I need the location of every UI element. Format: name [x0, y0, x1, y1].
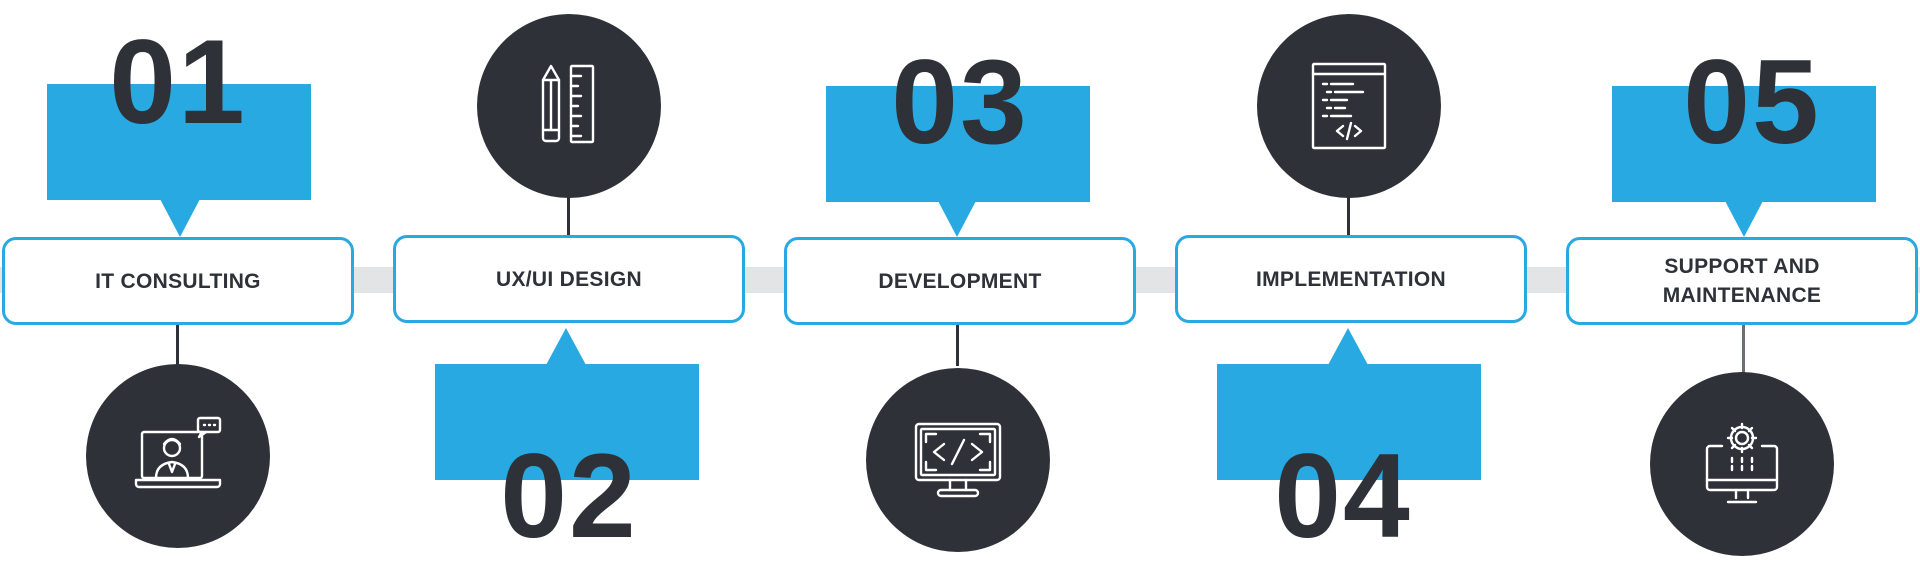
- step-1-stem: [176, 322, 179, 370]
- step-1-label-box: IT CONSULTING: [2, 237, 354, 325]
- consultant-laptop-icon: [134, 416, 222, 489]
- step-4-label: IMPLEMENTATION: [1255, 267, 1447, 291]
- step-4-callout-pointer: [1328, 328, 1368, 365]
- code-document-icon: [1311, 62, 1387, 150]
- step-3-stem: [956, 322, 959, 366]
- step-2-callout: [435, 364, 699, 480]
- step-2-number: 02: [500, 429, 638, 563]
- step-2-stem: [567, 196, 570, 240]
- step-5-label-box: SUPPORT AND MAINTENANCE: [1566, 237, 1918, 325]
- step-1: 01 IT CONSULTING: [2, 0, 354, 568]
- step-2: UX/UI DESIGN 02: [393, 0, 745, 568]
- step-5-icon-circle: [1650, 372, 1834, 556]
- step-5: 05 SUPPORT AND MAINTENANCE: [1566, 0, 1918, 568]
- step-4-icon-circle: [1257, 14, 1441, 198]
- code-monitor-icon: [914, 422, 1002, 498]
- step-3-label-box: DEVELOPMENT: [784, 237, 1136, 325]
- step-1-callout-pointer: [160, 199, 200, 237]
- step-3-label: DEVELOPMENT: [878, 269, 1042, 293]
- step-5-number: 05: [1683, 35, 1821, 169]
- step-3-callout: [826, 86, 1090, 202]
- step-4: IMPLEMENTATION 04: [1175, 0, 1527, 568]
- step-4-stem: [1347, 196, 1350, 240]
- step-4-callout: [1217, 364, 1481, 480]
- step-5-stem: [1742, 322, 1745, 374]
- step-1-number: 01: [109, 15, 247, 149]
- step-5-label: SUPPORT AND MAINTENANCE: [1662, 255, 1822, 307]
- gear-monitor-icon: [1705, 422, 1779, 504]
- step-2-icon-circle: [477, 14, 661, 198]
- step-1-icon-circle: [86, 364, 270, 548]
- step-2-label: UX/UI DESIGN: [496, 267, 642, 291]
- step-3-icon-circle: [866, 368, 1050, 552]
- step-2-callout-pointer: [546, 328, 586, 365]
- step-4-label-box: IMPLEMENTATION: [1175, 235, 1527, 323]
- step-1-callout: [47, 84, 311, 200]
- step-1-label: IT CONSULTING: [95, 269, 261, 293]
- step-5-callout-pointer: [1724, 199, 1764, 237]
- step-2-label-box: UX/UI DESIGN: [393, 235, 745, 323]
- step-3-callout-pointer: [937, 199, 977, 237]
- step-4-number: 04: [1274, 429, 1412, 563]
- pencil-ruler-icon: [541, 64, 595, 144]
- step-3-number: 03: [891, 35, 1029, 169]
- step-5-callout: [1612, 86, 1876, 202]
- step-3: 03 DEVELOPMENT: [784, 0, 1136, 568]
